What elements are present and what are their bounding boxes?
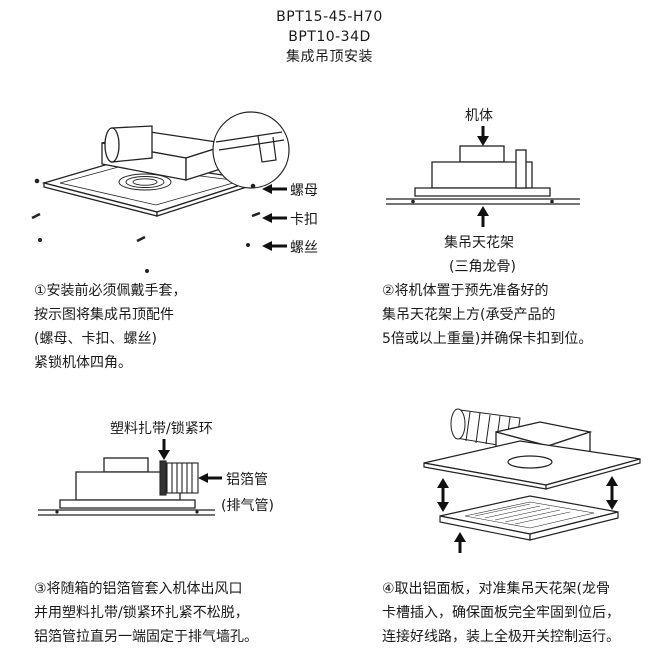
- label-screw: 螺丝: [290, 240, 318, 256]
- step3-lock-ring: [159, 460, 167, 496]
- label-foil-duct: 铝箔管: [226, 472, 268, 488]
- label-nut: 螺母: [290, 183, 318, 199]
- step4-frame: [423, 440, 641, 490]
- label-clip: 卡扣: [290, 212, 318, 228]
- step2-flange: [414, 187, 551, 197]
- label-exhaust-pipe: (排气管): [221, 498, 274, 514]
- step1-fasteners: [31, 178, 261, 273]
- step1-label-arrows: [262, 184, 287, 251]
- step4-line: ④取出铝面板，对准集吊天花架(龙骨: [382, 581, 611, 597]
- step4-arrows: [437, 476, 618, 553]
- step4-line: 卡槽插入，确保面板完全牢固到位后，: [382, 605, 620, 621]
- step3-line: ③将随箱的铝箔管套入机体出风口: [34, 581, 243, 597]
- step1-instructions: ①安装前必须佩戴手套， 按示图将集成吊顶配件 (螺母、卡扣、螺丝) 紧锁机体四角…: [34, 279, 187, 375]
- step3-arrows: [158, 439, 222, 483]
- step1-line: 按示图将集成吊顶配件: [34, 307, 174, 323]
- model-number-1: BPT15-45-H70: [276, 9, 383, 25]
- document-subtitle: 集成吊顶安装: [286, 49, 373, 65]
- label-cable-tie: 塑料扎带/锁紧环: [110, 421, 213, 437]
- step1-fan-grille: [118, 173, 172, 191]
- step1-duct: [104, 125, 153, 163]
- step2-line: ②将机体置于预先准备好的: [382, 283, 549, 299]
- step1-line: 紧锁机体四角。: [34, 355, 132, 371]
- step3-foil-hose: [159, 460, 199, 496]
- step3-line: 并用塑料扎带/锁紧环扎紧不松脱，: [34, 605, 249, 621]
- step1-detail-circle: [212, 111, 290, 189]
- step2-arrows: [477, 126, 489, 227]
- step1-line: (螺母、卡扣、螺丝): [34, 331, 157, 347]
- step2-instructions: ②将机体置于预先准备好的 集吊天花架上方(承受产品的 5倍或以上重量)并确保卡扣…: [382, 279, 592, 351]
- step4-line: 连接好线路，装上全极开关控制运行。: [382, 629, 620, 645]
- step2-line: 5倍或以上重量)并确保卡扣到位。: [382, 331, 593, 347]
- step4-panel: [439, 495, 619, 541]
- step2-bracket: [515, 149, 527, 189]
- step3-flange: [59, 499, 196, 509]
- step2-line: 集吊天花架上方(承受产品的: [382, 307, 556, 323]
- model-number-2: BPT10-34D: [288, 29, 371, 45]
- step3-line: 铝箔管拉直另一端固定于排气墙孔。: [34, 629, 258, 645]
- step4-instructions: ④取出铝面板，对准集吊天花架(龙骨 卡槽插入，确保面板完全牢固到位后， 连接好线…: [382, 577, 620, 649]
- label-frame: 集吊天花架: [444, 235, 514, 251]
- step1-line: ①安装前必须佩戴手套，: [34, 283, 187, 299]
- step3-instructions: ③将随箱的铝箔管套入机体出风口 并用塑料扎带/锁紧环扎紧不松脱， 铝箔管拉直另一…: [34, 577, 258, 649]
- label-body: 机体: [465, 108, 493, 124]
- label-frame-note: (三角龙骨): [449, 259, 516, 275]
